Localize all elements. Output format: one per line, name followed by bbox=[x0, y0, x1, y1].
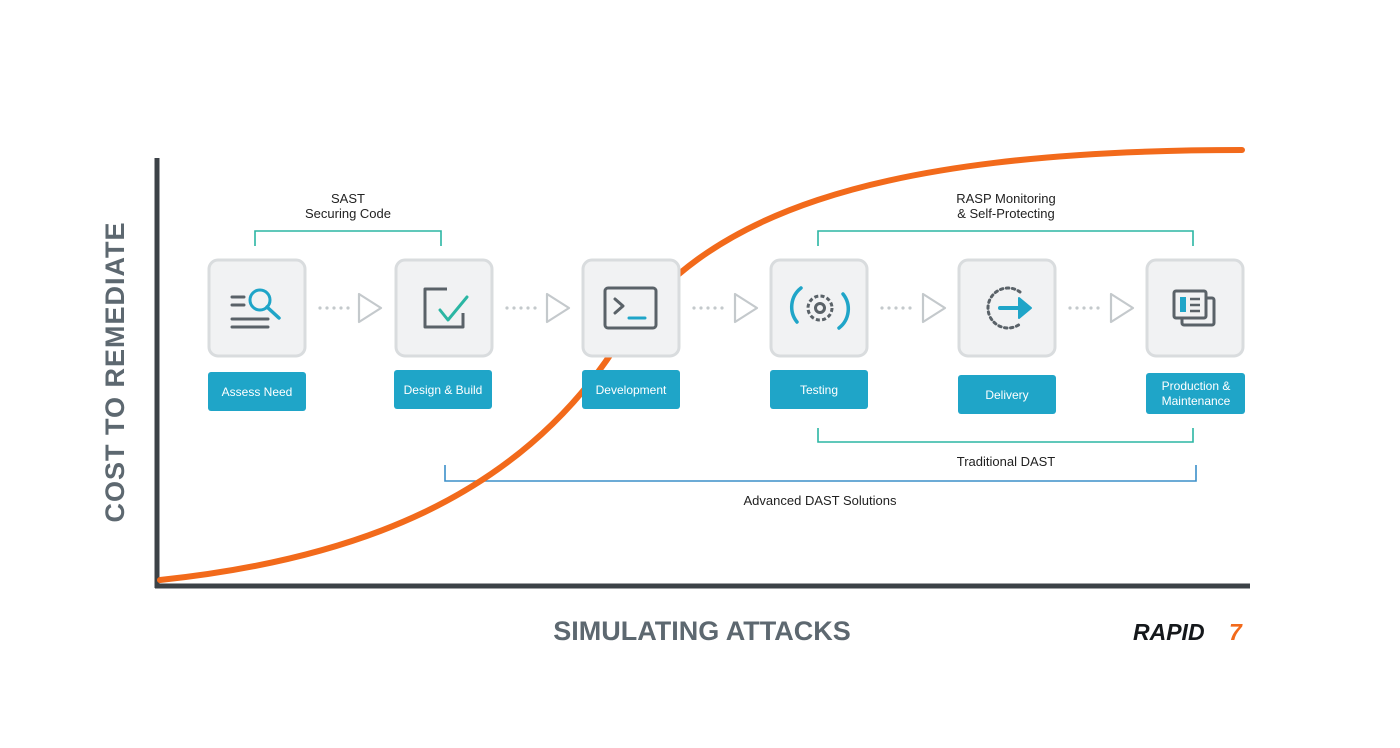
connector-5 bbox=[1068, 292, 1135, 324]
rapid7-logo-mark: 7 bbox=[1229, 619, 1243, 645]
terminal-icon bbox=[603, 286, 658, 330]
stage-label-box bbox=[770, 370, 868, 409]
checkbox-icon bbox=[423, 287, 469, 329]
connector-2 bbox=[505, 292, 571, 324]
stage-label-box bbox=[1146, 373, 1245, 414]
stage-connectors bbox=[318, 292, 1135, 324]
stage-label-line2: Maintenance bbox=[1162, 394, 1231, 408]
stage-label-box bbox=[208, 372, 306, 411]
advanced-dast-bracket: Advanced DAST Solutions bbox=[444, 465, 1197, 508]
stage-label-box bbox=[394, 370, 492, 409]
stage-label-box bbox=[582, 370, 680, 409]
sast-bracket: SAST Securing Code bbox=[254, 191, 442, 246]
stage-development: Development bbox=[581, 258, 681, 409]
connector-4 bbox=[880, 292, 947, 324]
traditional-dast-label: Traditional DAST bbox=[957, 454, 1056, 469]
stage-label: Design & Build bbox=[404, 383, 483, 397]
x-axis-label: SIMULATING ATTACKS bbox=[553, 616, 850, 646]
stage-delivery: Delivery bbox=[957, 258, 1057, 414]
stage-label-line1: Production & bbox=[1162, 379, 1231, 393]
stage-assess-need: Assess Need bbox=[207, 258, 307, 411]
stage-label: Testing bbox=[800, 383, 838, 397]
stage-tile bbox=[394, 258, 494, 358]
documents-icon bbox=[1172, 289, 1216, 327]
stage-tile bbox=[581, 258, 681, 358]
stage-tile bbox=[769, 258, 869, 358]
stage-label: Delivery bbox=[985, 388, 1028, 402]
rasp-bracket: RASP Monitoring & Self-Protecting bbox=[817, 191, 1194, 246]
rasp-label-line2: & Self-Protecting bbox=[957, 206, 1055, 221]
traditional-dast-bracket: Traditional DAST bbox=[817, 428, 1194, 469]
rasp-label-line1: RASP Monitoring bbox=[956, 191, 1055, 206]
y-axis-label: COST TO REMEDIATE bbox=[100, 221, 130, 522]
stage-testing: Testing bbox=[769, 258, 869, 409]
rapid7-logo-text: RAPID bbox=[1133, 619, 1205, 645]
stage-label: Development bbox=[596, 383, 667, 397]
connector-1 bbox=[318, 292, 383, 324]
sast-label-line2: Securing Code bbox=[305, 206, 391, 221]
stage-label: Assess Need bbox=[222, 385, 293, 399]
gear-icon bbox=[789, 286, 851, 330]
stage-design-build: Design & Build bbox=[394, 258, 494, 409]
advanced-dast-label: Advanced DAST Solutions bbox=[744, 493, 897, 508]
connector-3 bbox=[692, 292, 759, 324]
stage-production-maintenance: Production & Maintenance bbox=[1145, 258, 1245, 414]
dispatch-arrow-icon bbox=[986, 286, 1032, 330]
magnifier-list-icon bbox=[230, 288, 281, 329]
sast-label-line1: SAST bbox=[331, 191, 365, 206]
stage-label-box bbox=[958, 375, 1056, 414]
rapid7-logo: RAPID 7 bbox=[1133, 619, 1243, 645]
